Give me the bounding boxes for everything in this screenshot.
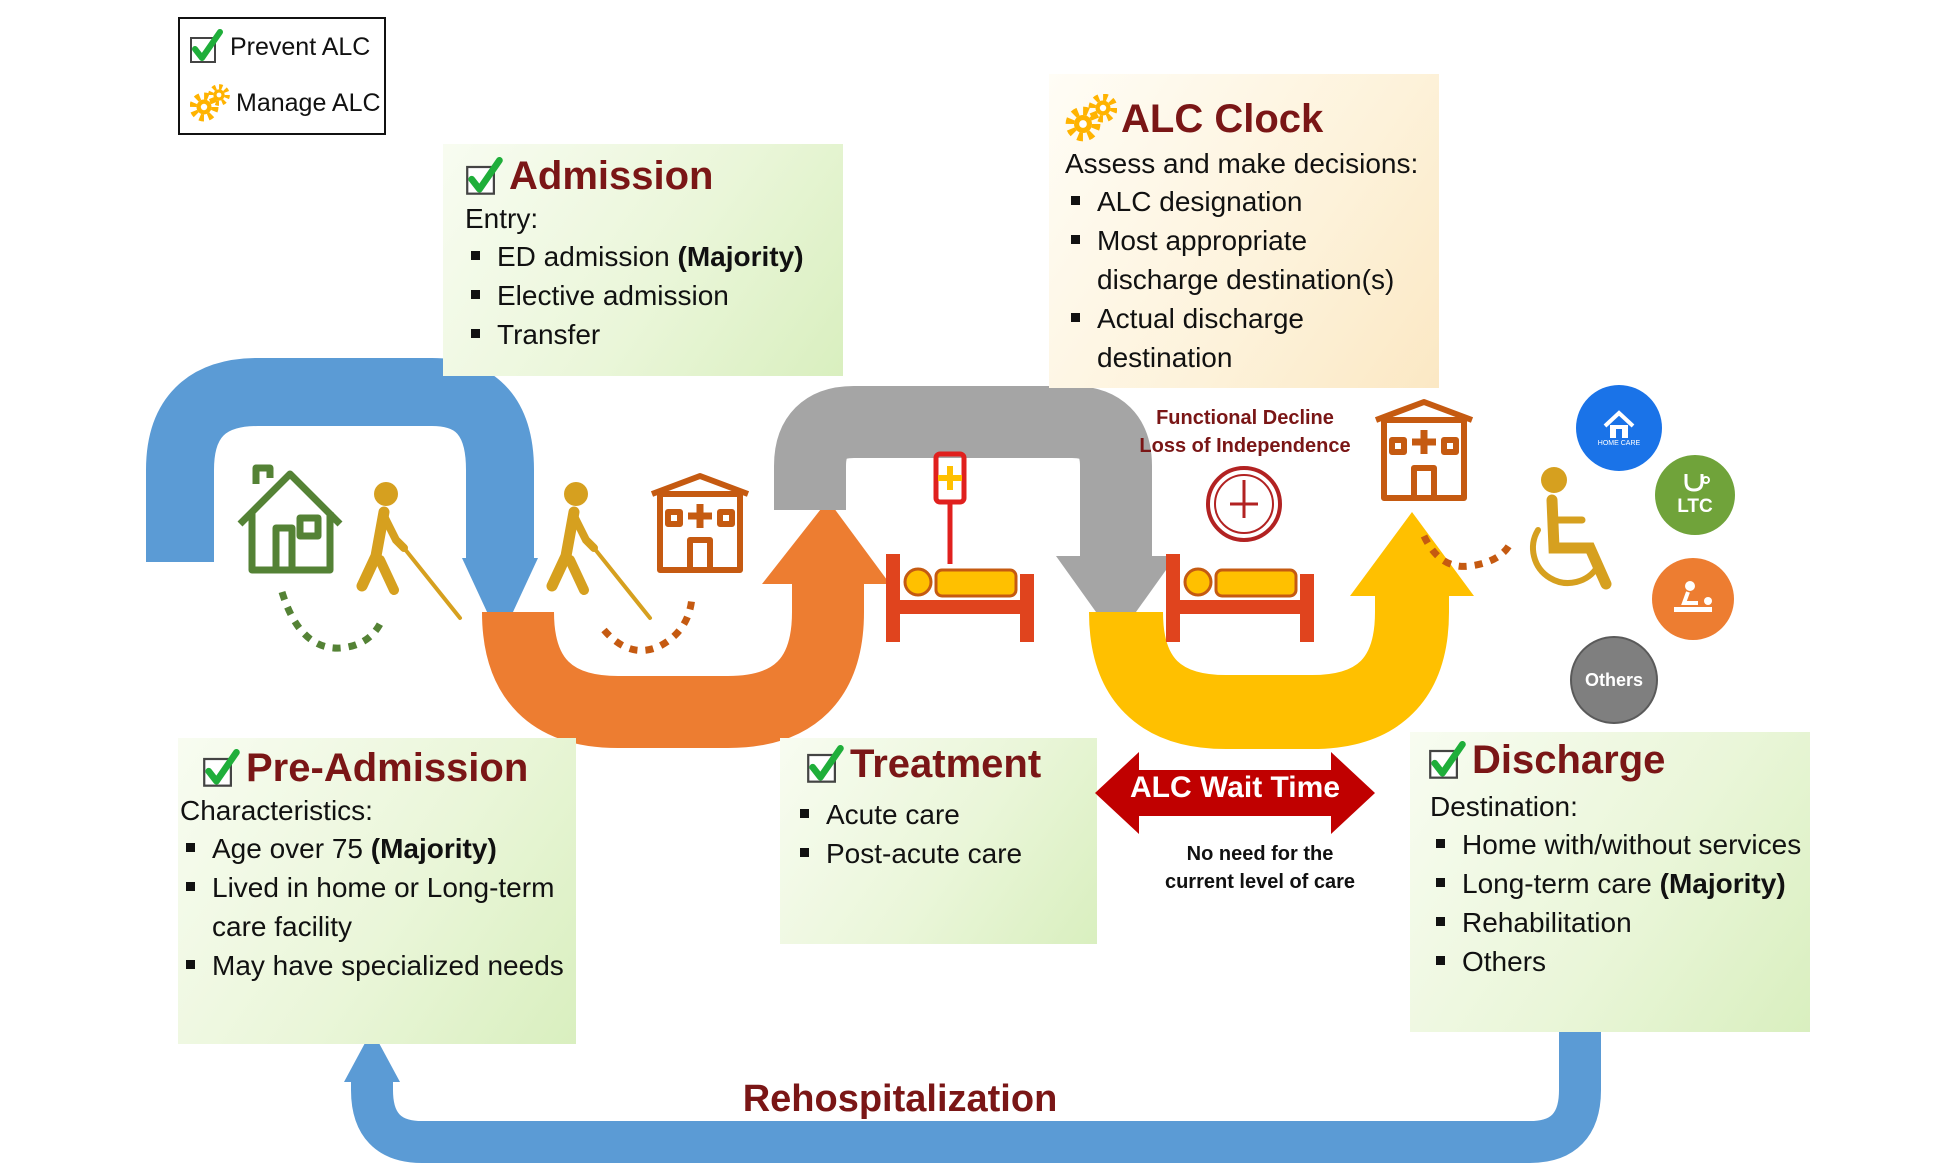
stethoscope-icon xyxy=(1684,474,1710,492)
list-item: Most appropriate discharge destination(s… xyxy=(1065,221,1423,299)
alc-wait-time-note: No need for the current level of care xyxy=(1164,843,1356,893)
home-care-destination: HOME CARE xyxy=(1576,385,1662,471)
alc-clock-box: ALC Clock Assess and make decisions: ALC… xyxy=(1049,74,1439,388)
list-item: Age over 75 (Majority) xyxy=(180,829,574,868)
flow-arrow-yellow xyxy=(1089,590,1449,749)
list-item: Actual discharge destination xyxy=(1065,299,1423,377)
list-item: May have specialized needs xyxy=(180,946,574,985)
hospital-bed-icon xyxy=(886,554,1034,642)
list-item: Home with/without services xyxy=(1430,825,1802,864)
treatment-box: Treatment Acute care Post-acute care xyxy=(780,738,1097,944)
flow-arrow-gray xyxy=(774,386,1152,560)
pre-admission-title: Pre-Admission xyxy=(246,746,529,790)
legend-prevent: Prevent ALC xyxy=(190,29,370,65)
pre-admission-list: Age over 75 (Majority) Lived in home or … xyxy=(180,829,574,985)
legend-manage-label: Manage ALC xyxy=(236,88,381,117)
flow-arrow-blue xyxy=(146,358,534,562)
gears-icon xyxy=(1065,94,1117,144)
check-icon xyxy=(190,29,224,65)
massage-therapy-icon xyxy=(1674,581,1712,612)
legend: Prevent ALC Manage ALC xyxy=(178,17,386,135)
list-item: Lived in home or Long-term care facility xyxy=(180,868,574,946)
rehospitalization-arrow xyxy=(351,1030,1601,1163)
treatment-list: Acute care Post-acute care xyxy=(794,795,1083,873)
dotted-path-green xyxy=(278,590,384,652)
alc-clock-heading: ALC Clock xyxy=(1065,94,1423,144)
list-item: Post-acute care xyxy=(794,834,1083,873)
admission-sub: Entry: xyxy=(465,203,539,234)
alc-clock-list: ALC designation Most appropriate dischar… xyxy=(1065,182,1423,377)
alc-clock-title: ALC Clock xyxy=(1121,96,1324,141)
check-icon xyxy=(1428,741,1468,781)
check-icon xyxy=(465,157,505,197)
pre-admission-heading: Pre-Admission xyxy=(202,746,574,791)
dotted-path-orange xyxy=(1420,534,1514,570)
hospital-bed-icon xyxy=(1166,554,1314,642)
home-care-label: HOME CARE xyxy=(1597,439,1641,447)
house-icon xyxy=(237,464,343,574)
flow-arrow-gray-head xyxy=(1056,556,1176,640)
hospital-icon xyxy=(650,473,750,573)
legend-manage: Manage ALC xyxy=(190,83,381,123)
walking-person-icon xyxy=(356,482,462,620)
admission-title: Admission xyxy=(509,154,714,198)
wheelchair-icon xyxy=(1530,467,1612,590)
functional-decline-label: Functional Decline Loss of Independence xyxy=(1139,407,1351,457)
home-icon xyxy=(1603,409,1635,438)
list-item: Acute care xyxy=(794,795,1083,834)
pre-admission-sub: Characteristics: xyxy=(180,795,373,826)
walking-person-icon xyxy=(546,482,652,620)
list-item: Others xyxy=(1430,942,1802,981)
admission-heading: Admission xyxy=(465,154,821,199)
alc-wait-time-label: ALC Wait Time xyxy=(1129,771,1340,804)
check-icon xyxy=(202,749,242,789)
rehabilitation-destination xyxy=(1652,558,1734,640)
admission-list: ED admission (Majority) Elective admissi… xyxy=(465,237,821,354)
discharge-sub: Destination: xyxy=(1430,791,1578,822)
discharge-title: Discharge xyxy=(1472,738,1666,782)
list-item: ED admission (Majority) xyxy=(465,237,821,276)
pre-admission-box: Pre-Admission Characteristics: Age over … xyxy=(178,738,576,1044)
iv-drip-icon xyxy=(933,451,967,564)
flow-arrow-orange xyxy=(482,580,864,748)
list-item: Long-term care (Majority) xyxy=(1430,864,1802,903)
ltc-label: LTC xyxy=(1677,496,1713,517)
list-item: Transfer xyxy=(465,315,821,354)
clock-icon xyxy=(1206,466,1282,542)
list-item: Elective admission xyxy=(465,276,821,315)
discharge-box: Discharge Destination: Home with/without… xyxy=(1410,732,1810,1032)
hospital-icon xyxy=(1374,399,1474,501)
list-item: ALC designation xyxy=(1065,182,1423,221)
discharge-list: Home with/without services Long-term car… xyxy=(1430,825,1802,981)
gears-icon xyxy=(190,83,230,123)
discharge-heading: Discharge xyxy=(1428,738,1802,783)
treatment-title: Treatment xyxy=(850,742,1042,786)
rehospitalization-label: Rehospitalization xyxy=(742,1078,1058,1120)
flow-arrow-yellow-head xyxy=(1350,512,1474,596)
admission-box: Admission Entry: ED admission (Majority)… xyxy=(443,144,843,376)
list-item: Rehabilitation xyxy=(1430,903,1802,942)
check-icon xyxy=(806,745,846,785)
flow-arrow-blue-head xyxy=(462,558,538,640)
others-destination: Others xyxy=(1570,636,1658,724)
flow-arrow-orange-head xyxy=(762,500,890,584)
others-label: Others xyxy=(1584,669,1644,690)
treatment-heading: Treatment xyxy=(806,742,1083,787)
legend-prevent-label: Prevent ALC xyxy=(230,32,371,61)
alc-clock-sub: Assess and make decisions: xyxy=(1065,148,1419,179)
rehospitalization-arrow-head xyxy=(344,1030,400,1082)
ltc-destination: LTC xyxy=(1655,455,1735,535)
alc-wait-time-arrow xyxy=(1095,752,1375,834)
dotted-path-orange xyxy=(601,595,696,654)
